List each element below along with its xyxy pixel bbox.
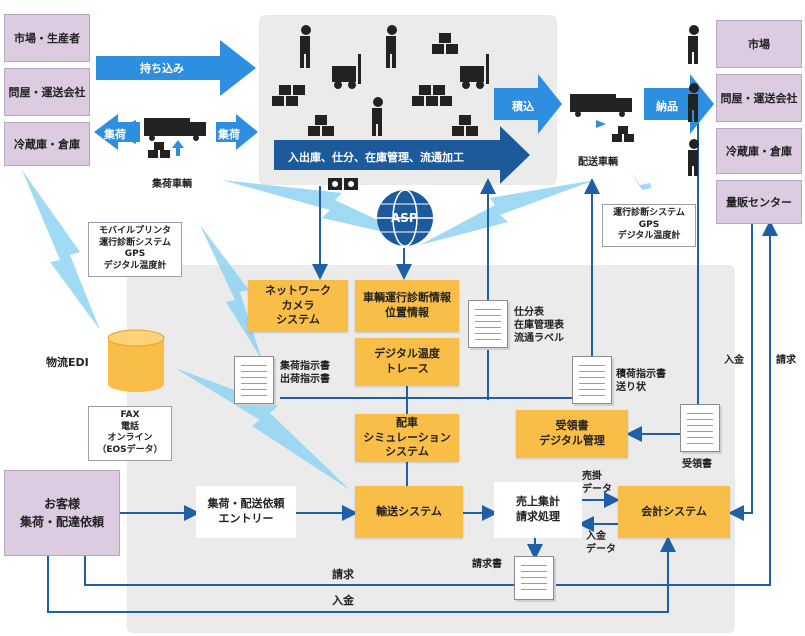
fax-note: FAX 電話 オンライン （EOSデータ） (88, 406, 172, 461)
load-label: 積込 (512, 100, 534, 113)
wireless-bolts (22, 170, 660, 490)
invoice-label: 請求書 (472, 559, 502, 570)
transport-system: 輸送システム (355, 486, 463, 538)
camera-icons (328, 178, 358, 190)
delivery-vehicle-label: 配送車輌 (578, 157, 618, 168)
receipt-doc (680, 404, 720, 452)
left-box-market: 市場・生産者 (4, 14, 90, 62)
forklift-icons (332, 54, 489, 89)
right-box-market: 市場 (716, 20, 802, 68)
billing-right-label: 請求 (776, 355, 796, 366)
pickup-vehicle-label: 集荷車輌 (152, 179, 192, 190)
pickup-instruction-doc (234, 356, 274, 404)
receivable-data-label: 売掛 データ (582, 471, 612, 495)
payment-right-label: 入金 (724, 355, 744, 366)
bring-in-label: 持ち込み (140, 62, 184, 75)
pickup-right-label: 集荷 (218, 128, 240, 141)
pickup-instruction-label: 集荷指示書 出荷指示書 (280, 361, 330, 385)
sort-table-label: 仕分表 在庫管理表 流通ラベル (514, 307, 564, 344)
right-box-cold-storage: 冷蔵庫・倉庫 (716, 128, 802, 174)
worker-icons (300, 25, 699, 176)
asp-globe-icon (377, 189, 433, 247)
billing-bottom-label: 請求 (332, 568, 354, 581)
left-box-cold-storage: 冷蔵庫・倉庫 (4, 122, 90, 166)
right-box-mass-retail: 量販センター (716, 180, 802, 224)
pickup-truck-icon (144, 118, 206, 141)
receipt-mgmt-system: 受領書 デジタル管理 (516, 410, 628, 458)
load-instruction-doc (572, 356, 612, 404)
load-instruction-label: 積荷指示書 送り状 (616, 369, 666, 393)
accounting-system: 会計システム (618, 486, 730, 538)
warehouse-ops-label: 入出庫、仕分、在庫管理、流通加工 (288, 151, 464, 164)
sort-table-doc (468, 300, 508, 348)
right-box-wholesaler: 問屋・運送会社 (716, 74, 802, 122)
payment-bottom-label: 入金 (332, 594, 354, 607)
invoice-doc (514, 556, 554, 600)
entry-box: 集荷・配送依頼 エントリー (196, 486, 296, 538)
left-box-wholesaler: 問屋・運送会社 (4, 68, 90, 116)
digital-temp-system: デジタル温度 トレース (355, 338, 459, 386)
edi-label: 物流EDI (46, 356, 89, 369)
payment-data-label: 入金 データ (586, 531, 616, 555)
pickup-left-label: 集荷 (104, 128, 126, 141)
vehicle-diag-system: 車輌運行診断情報 位置情報 (355, 280, 459, 332)
sales-aggregation-box: 売上集計 請求処理 (494, 482, 582, 538)
right-device-note: 運行診断システム GPS デジタル温度計 (602, 204, 696, 248)
left-device-note: モバイルプリンタ 運行診断システム GPS デジタル温度計 (88, 222, 182, 277)
network-camera-system: ネットワーク カメラ システム (248, 280, 348, 332)
receipt-label: 受領書 (682, 459, 712, 470)
delivery-truck-icon (570, 94, 632, 117)
customer-box: お客様 集荷・配達依頼 (4, 470, 120, 556)
deliver-label: 納品 (656, 100, 678, 113)
dispatch-sim-system: 配車 シミュレーション システム (355, 414, 459, 462)
asp-label: ASP (391, 211, 418, 225)
